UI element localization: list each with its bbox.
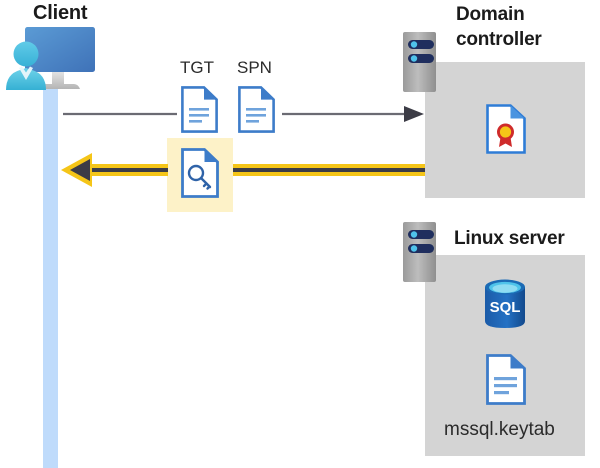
domain-controller-title: Domain controller: [456, 4, 542, 50]
server-rack-icon: [403, 32, 436, 92]
client-lifeline: [43, 88, 58, 468]
server-rack-icon: [403, 222, 436, 282]
keytab-file-label: mssql.keytab: [444, 419, 555, 440]
spn-label: SPN: [237, 58, 272, 77]
document-icon: [486, 354, 526, 405]
document-icon: [181, 86, 218, 133]
document-icon: [238, 86, 275, 133]
linux-server-title: Linux server: [454, 228, 565, 249]
response-arrow: [61, 153, 425, 187]
key-document-icon: [181, 148, 219, 198]
user-computer-icon: [4, 24, 108, 96]
certificate-document-icon: [486, 104, 526, 154]
tgt-label: TGT: [180, 58, 214, 77]
svg-text:SQL: SQL: [490, 299, 521, 316]
client-title: Client: [33, 2, 88, 24]
sql-database-icon: SQL: [482, 278, 528, 330]
